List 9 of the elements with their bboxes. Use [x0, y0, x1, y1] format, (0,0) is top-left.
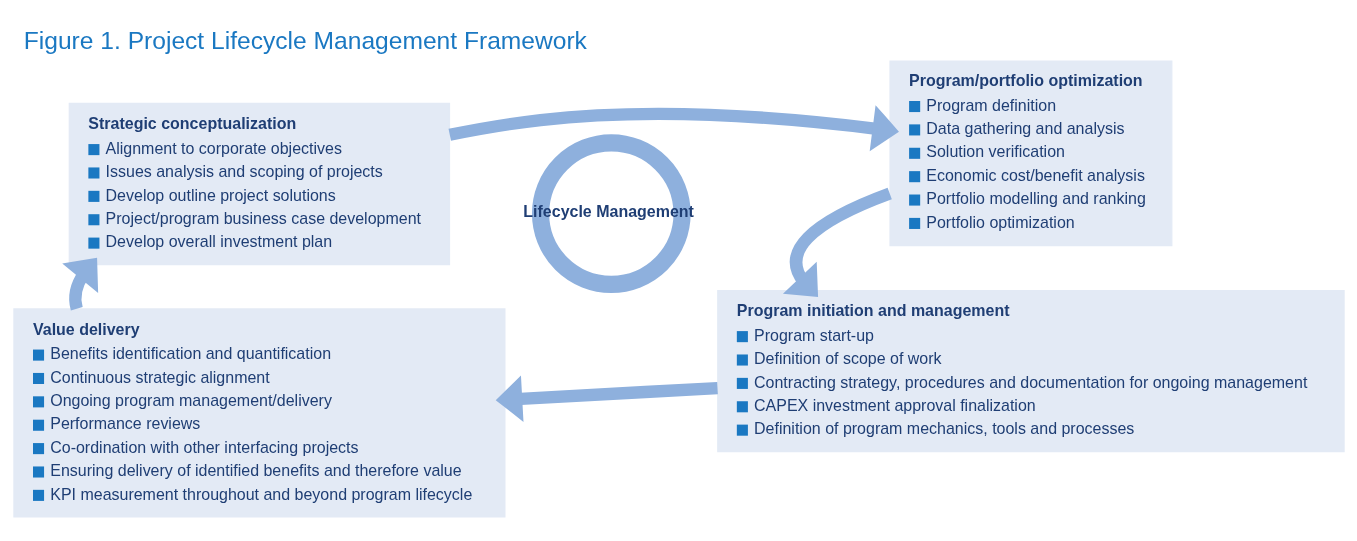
diagram-title: Figure 1. Project Lifecycle Management Framework: [23, 26, 587, 54]
node-box: Program initiation and management Program start-up Definition of scope of work Contracting strategy, procedures and documentation for ongoing management CAPEX investment approval finalization Definition of program mechanics, tools and processes: [716, 289, 1345, 453]
node-box: Strategic conceptualization Alignment to corporate objectives Issues analysis and scoping of projects Develop outline project solutions Project/program business case development Develop overall investment plan: [68, 102, 450, 266]
node-box: Program/portfolio optimization Program definition Data gathering and analysis Solution verification Economic cost/benefit analysis Portfolio modelling and ranking Portfolio optimization: [888, 60, 1172, 247]
arrow: [61, 257, 98, 311]
node-box: Value delivery Benefits identification and quantification Continuous strategic alignment Ongoing program management/delivery Performance reviews Co-ordination with other interfacing projects Ensuring delivery of identified benefits and therefore value KPI measurement throughout and beyond program lifecycle: [12, 308, 505, 518]
arrow: [782, 187, 892, 298]
arrow: [448, 105, 899, 152]
arrow: [495, 375, 718, 422]
